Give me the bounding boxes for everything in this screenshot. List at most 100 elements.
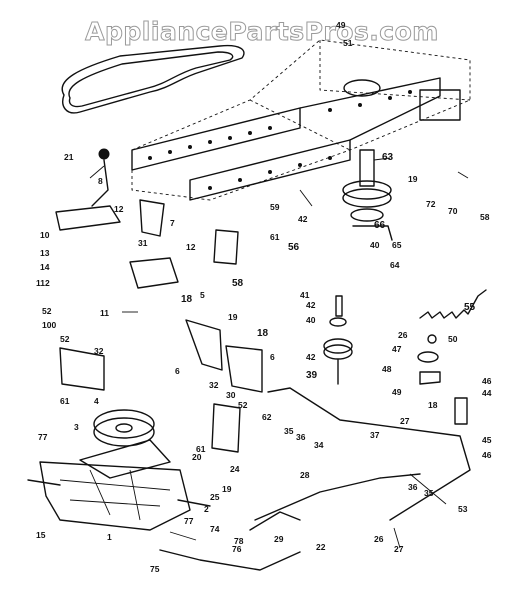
callout-label: 27 — [400, 416, 410, 426]
callout-label: 4 — [94, 396, 99, 406]
callout-label: 18 — [257, 328, 269, 339]
callout-labels: 1 2 3 4 5 6 6 7 8 10 11 12 12 13 14 15 1… — [36, 20, 492, 574]
drive-belt — [61, 44, 245, 114]
shift-lever — [55, 148, 121, 231]
leader-lines — [89, 157, 469, 549]
callout-label: 29 — [274, 534, 284, 544]
callout-label: 52 — [42, 306, 52, 316]
callout-label: 100 — [42, 320, 56, 330]
brake-bracket — [417, 334, 468, 425]
callout-label: 19 — [228, 312, 238, 322]
callout-label: 25 — [210, 492, 220, 502]
spring — [419, 289, 487, 319]
callout-label: 22 — [316, 542, 326, 552]
callout-label: 112 — [36, 278, 50, 288]
callout-label: 42 — [306, 352, 316, 362]
callout-label: 37 — [370, 430, 380, 440]
callout-label: 21 — [64, 152, 74, 162]
callout-label: 32 — [209, 380, 219, 390]
callout-label: 32 — [94, 346, 104, 356]
callout-label: 62 — [262, 412, 272, 422]
transmission-pulley — [93, 409, 155, 447]
callout-label: 56 — [288, 242, 300, 253]
callout-label: 18 — [181, 294, 193, 305]
tractor-frame — [131, 39, 471, 201]
callout-label: 45 — [482, 435, 492, 445]
engine-pulley — [342, 149, 393, 241]
callout-label: 36 — [296, 432, 306, 442]
callout-label: 8 — [98, 176, 103, 186]
callout-label: 40 — [370, 240, 380, 250]
callout-label: 49 — [336, 20, 346, 30]
callout-label: 61 — [60, 396, 70, 406]
callout-label: 65 — [392, 240, 402, 250]
callout-label: 1 — [107, 532, 112, 542]
callout-label: 31 — [138, 238, 148, 248]
callout-label: 58 — [232, 278, 244, 289]
callout-label: 77 — [184, 516, 194, 526]
callout-label: 66 — [374, 220, 386, 231]
callout-label: 64 — [390, 260, 400, 270]
callout-label: 30 — [226, 390, 236, 400]
callout-label: 19 — [408, 174, 418, 184]
callout-label: 46 — [482, 376, 492, 386]
callout-label: 46 — [482, 450, 492, 460]
callout-label: 11 — [100, 308, 109, 318]
callout-label: 74 — [210, 524, 220, 534]
callout-label: 59 — [270, 202, 280, 212]
callout-label: 48 — [382, 364, 392, 374]
callout-label: 26 — [374, 534, 384, 544]
callout-label: 2 — [204, 504, 209, 514]
callout-label: 61 — [270, 232, 280, 242]
callout-label: 49 — [392, 387, 402, 397]
callout-label: 12 — [186, 242, 196, 252]
callout-label: 52 — [60, 334, 70, 344]
callout-label: 35 — [424, 488, 434, 498]
callout-label: 36 — [408, 482, 418, 492]
callout-label: 50 — [448, 334, 458, 344]
callout-label: 18 — [428, 400, 438, 410]
callout-label: 72 — [426, 199, 436, 209]
callout-label: 61 — [196, 444, 206, 454]
callout-label: 5 — [200, 290, 205, 300]
callout-label: 76 — [232, 544, 242, 554]
callout-label: 12 — [114, 204, 124, 214]
callout-label: 27 — [394, 544, 404, 554]
callout-label: 26 — [398, 330, 408, 340]
callout-label: 6 — [175, 366, 180, 376]
callout-label: 63 — [382, 152, 394, 163]
callout-label: 75 — [150, 564, 160, 574]
callout-label: 28 — [300, 470, 310, 480]
callout-label: 41 — [300, 290, 310, 300]
callout-label: 34 — [314, 440, 324, 450]
callout-label: 40 — [306, 315, 316, 325]
callout-label: 47 — [392, 344, 402, 354]
callout-label: 3 — [74, 422, 79, 432]
watermark-text: AppliancePartsPros.com — [85, 17, 439, 46]
callout-label: 70 — [448, 206, 458, 216]
idler-pulley — [323, 295, 353, 385]
callout-label: 78 — [234, 536, 244, 546]
callout-label: 44 — [482, 388, 492, 398]
callout-label: 42 — [298, 214, 308, 224]
callout-label: 13 — [40, 248, 50, 258]
callout-label: 6 — [270, 352, 275, 362]
callout-label: 35 — [284, 426, 294, 436]
frame-holes — [148, 90, 412, 190]
callout-label: 19 — [222, 484, 232, 494]
callout-label: 53 — [458, 504, 468, 514]
callout-label: 42 — [306, 300, 316, 310]
callout-label: 15 — [36, 530, 46, 540]
callout-label: 7 — [170, 218, 175, 228]
callout-label: 10 — [40, 230, 50, 240]
callout-label: 77 — [38, 432, 48, 442]
transaxle — [27, 439, 211, 531]
callout-label: 39 — [306, 370, 318, 381]
callout-label: 58 — [480, 212, 490, 222]
callout-label: 52 — [238, 400, 248, 410]
callout-label: 24 — [230, 464, 240, 474]
callout-label: 14 — [40, 262, 50, 272]
callout-label: 51 — [343, 38, 353, 48]
brackets — [59, 199, 263, 453]
